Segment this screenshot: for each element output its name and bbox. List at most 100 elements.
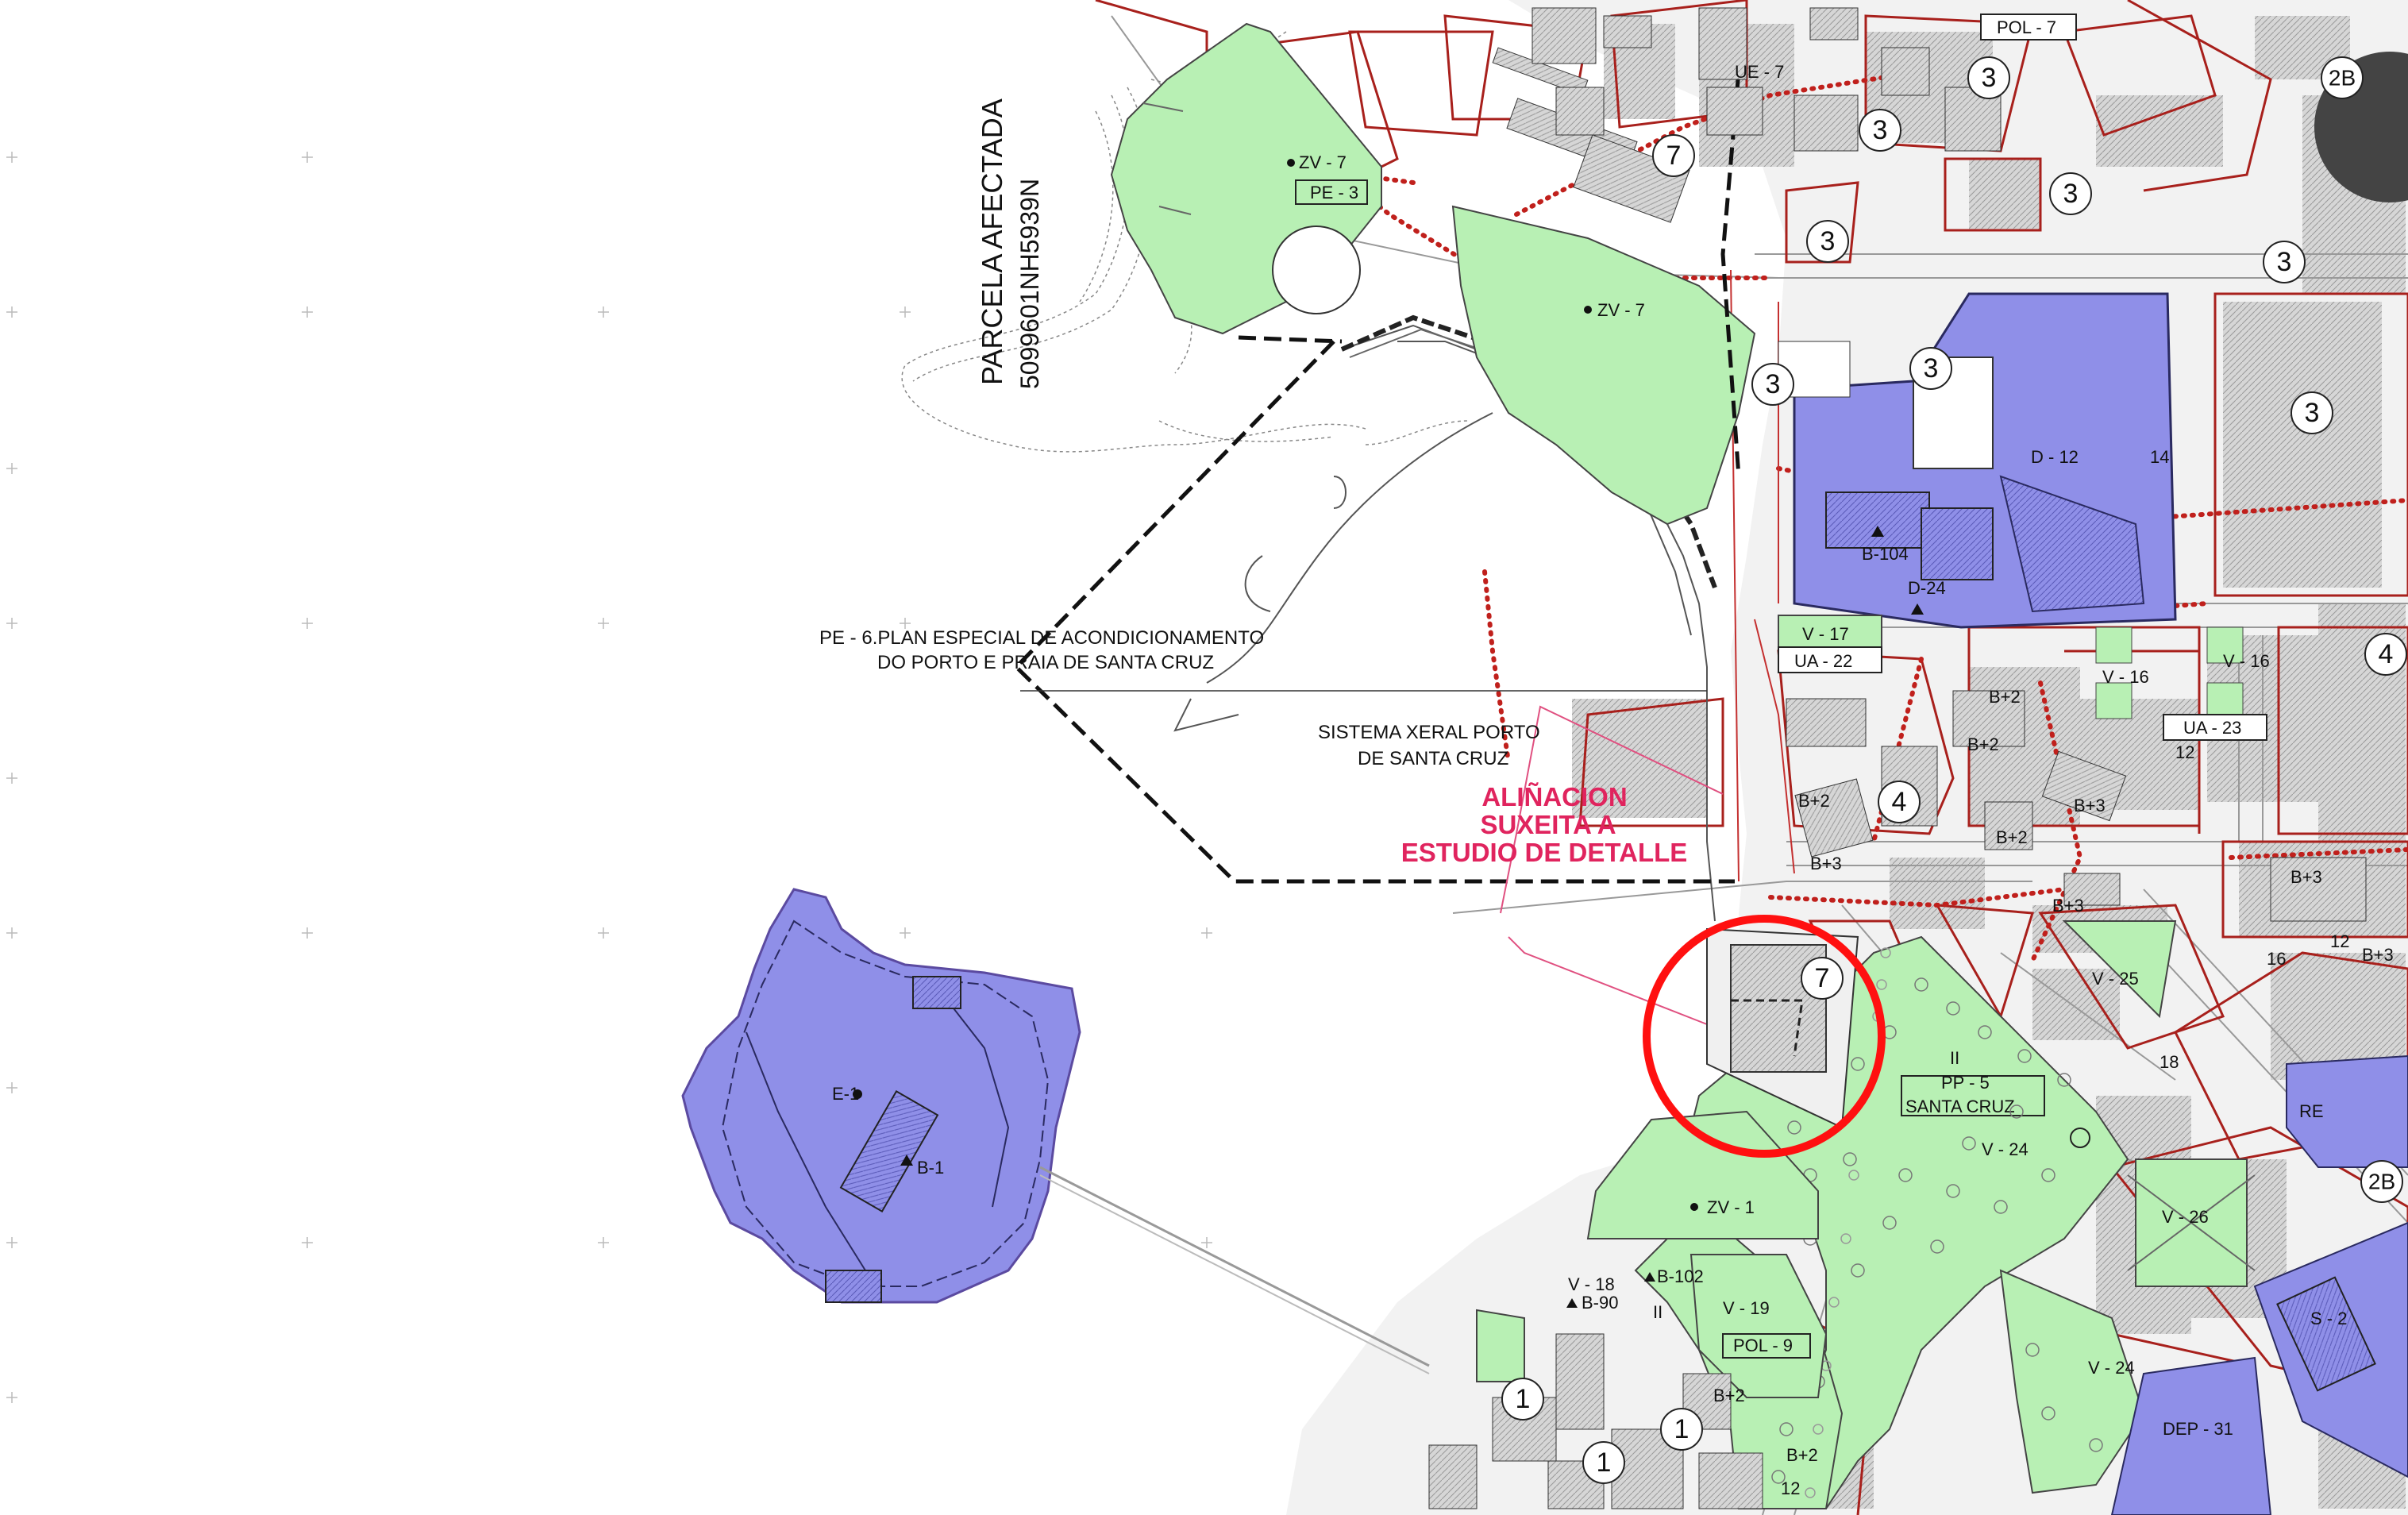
- zone-label: V - 25: [2092, 969, 2139, 989]
- zone-number: 2B: [2329, 66, 2356, 91]
- zone-label: B+3: [2052, 896, 2084, 916]
- zone-label: 16: [2267, 949, 2286, 969]
- zone-label: ZV - 7: [1597, 300, 1645, 320]
- zone-number-circle: [1751, 363, 1794, 406]
- zone-label: B+3: [2362, 945, 2394, 965]
- zone-label: ZV - 1: [1707, 1197, 1755, 1217]
- zone-number: 1: [1597, 1448, 1612, 1478]
- zone-label: UA - 22: [1794, 651, 1852, 671]
- zone-number-circle: [1878, 781, 1921, 823]
- zone-number: 3: [1820, 226, 1836, 256]
- parcel-title: PARCELA AFECTADA: [976, 98, 1008, 385]
- zone-label: II: [1653, 1302, 1662, 1322]
- zone-number: 3: [2305, 398, 2320, 428]
- mid-buildings: [1778, 341, 2367, 922]
- bottom-buildings: [1428, 1333, 1763, 1509]
- parcel-label: PARCELA AFECTADA 5099601NH5939N: [976, 98, 1044, 389]
- zone-number-circle: [1501, 1378, 1544, 1421]
- zone-number: 1: [1674, 1414, 1689, 1444]
- zone-label: B+3: [2290, 867, 2322, 887]
- zone-number: 7: [1666, 141, 1682, 171]
- zone-number-circle: [1582, 1441, 1625, 1484]
- parcel-ref: 5099601NH5939N: [1015, 179, 1044, 389]
- zone-label: 12: [1781, 1478, 1800, 1498]
- zone-number: 3: [1766, 369, 1781, 399]
- top-buildings: [1531, 7, 2002, 152]
- green-zone-zv7: ZV - 7 PE - 3 ZV - 7: [1110, 22, 1756, 526]
- zone-label: D - 12: [2031, 447, 2079, 467]
- zone-label: B-104: [1862, 544, 1909, 564]
- zone-number: 3: [1873, 115, 1888, 145]
- alignment-leader: [1500, 705, 1724, 914]
- zone-label: PP - 5: [1941, 1073, 1990, 1093]
- zone-label: B+2: [1786, 1445, 1818, 1465]
- zone-label: B+2: [1996, 827, 2028, 847]
- circled-numbers: [1501, 56, 2407, 1484]
- circled-number-text: 3 3 3 3 3 3 3 3 7 7 2B 2B 4 4 1 1 1: [1516, 63, 2396, 1478]
- park-trees: [1740, 977, 2103, 1484]
- zone-label: B+3: [1810, 854, 1842, 873]
- green-zone-zv1: ZV - 1 V - 19 POL - 9 V - 18 B-102 B-90: [1476, 1110, 1828, 1398]
- affected-parcel-highlight: [1643, 915, 1886, 1158]
- zone-label: ZV - 7: [1299, 152, 1347, 172]
- breakwater: [1039, 1166, 1430, 1367]
- green-small: [1778, 615, 2244, 1019]
- zone-label: DEP - 31: [2163, 1419, 2233, 1439]
- zone-label: V - 16: [2102, 667, 2149, 687]
- zone-number: 4: [2379, 639, 2394, 669]
- zone-label: 12: [2175, 742, 2194, 762]
- pe6-label-line2: DO PORTO E PRAIA DE SANTA CRUZ: [877, 652, 1214, 673]
- zone-label: V - 17: [1802, 624, 1849, 644]
- zone-label: B+2: [1713, 1386, 1745, 1405]
- zone-label: V - 18: [1568, 1274, 1615, 1294]
- island: E-1 B-1: [681, 888, 1081, 1304]
- zone-label: B-1: [917, 1158, 944, 1178]
- port-label-line1: SISTEMA XERAL PORTO: [1318, 722, 1540, 743]
- zone-number-circle: [2290, 391, 2333, 434]
- zone-number-circle: [2360, 1160, 2403, 1203]
- zone-label: RE: [2299, 1101, 2324, 1121]
- zone-number: 3: [1924, 353, 1939, 384]
- zone-number-circle: [2263, 241, 2306, 283]
- zone-label: 18: [2159, 1052, 2179, 1072]
- annotations: PE - 6.PLAN ESPECIAL DE ACONDICIONAMENTO…: [819, 627, 1687, 867]
- alignment-note-line2: SUXEITA A: [1480, 810, 1616, 839]
- zone-number: 1: [1516, 1384, 1531, 1414]
- zone-label: 14: [2150, 447, 2169, 467]
- blue-zone-dep31: [2110, 1356, 2272, 1515]
- zone-number-circle: [1652, 134, 1695, 177]
- zone-label: B+2: [1989, 687, 2021, 707]
- zone-number-circle: [2321, 56, 2364, 99]
- zone-label: B-102: [1657, 1266, 1704, 1286]
- zone-label: D-24: [1908, 578, 1946, 598]
- zone-number-circle: [1806, 220, 1849, 263]
- alignment-note-line3: ESTUDIO DE DETALLE: [1401, 838, 1688, 867]
- alignment-note-line1: ALIÑACION: [1481, 782, 1627, 811]
- zone-number: 3: [1982, 63, 1997, 93]
- block: [2223, 302, 2382, 588]
- zone-number: 3: [2063, 179, 2079, 209]
- zone-label: B+3: [2074, 796, 2106, 815]
- zone-label: II: [1950, 1048, 1959, 1068]
- zone-number-circle: [2049, 172, 2092, 215]
- zone-label: B+2: [1967, 734, 1999, 754]
- zone-label: 12: [2330, 931, 2349, 951]
- port-label-line2: DE SANTA CRUZ: [1358, 748, 1508, 769]
- zone-number-circle: [1660, 1408, 1703, 1451]
- zone-number: 4: [1892, 787, 1907, 817]
- zone-label: V - 24: [1982, 1139, 2028, 1159]
- zone-label: V - 16: [2223, 651, 2270, 671]
- zone-label: V - 24: [2088, 1358, 2135, 1378]
- zone-labels: POL - 7 UE - 7 V - 17 UA - 22 V - 16 V -…: [1653, 17, 2394, 1498]
- zone-label: POL - 7: [1997, 17, 2056, 37]
- zone-label: V - 19: [1723, 1298, 1770, 1318]
- zone-label: V - 26: [2162, 1207, 2209, 1227]
- block: [1890, 858, 1985, 929]
- blue-zone-re: [2286, 1054, 2408, 1168]
- zone-number-circle: [1967, 56, 2010, 99]
- block: [1969, 159, 2040, 230]
- pe6-label-line1: PE - 6.PLAN ESPECIAL DE ACONDICIONAMENTO: [819, 627, 1264, 649]
- zone-label: UE - 7: [1735, 62, 1784, 82]
- zone-number: 7: [1815, 963, 1830, 993]
